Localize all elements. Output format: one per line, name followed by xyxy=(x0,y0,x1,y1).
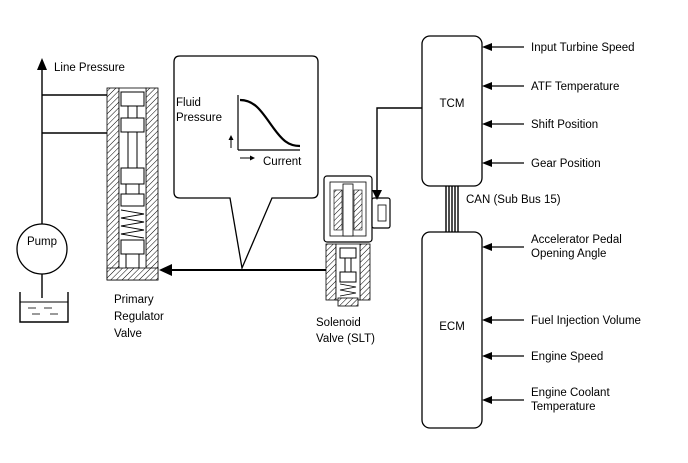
can-label: CAN (Sub Bus 15) xyxy=(466,194,561,206)
can-bus xyxy=(445,186,459,232)
ecm-label: ECM xyxy=(439,321,465,333)
ecm-input-label-3-1: Temperature xyxy=(531,401,596,413)
ecm-input-label-1-0: Fuel Injection Volume xyxy=(531,315,641,327)
tcm-input-label-0-0: Input Turbine Speed xyxy=(531,42,635,54)
tcm-label: TCM xyxy=(440,98,465,110)
characteristic-callout: Fluid Pressure Current xyxy=(173,55,319,271)
tcm-input-2: Shift Position xyxy=(482,119,598,131)
left-arrow-icon xyxy=(482,316,492,324)
pump: Pump xyxy=(16,223,68,275)
primary-regulator-valve xyxy=(106,87,159,281)
left-arrow-icon xyxy=(482,159,492,167)
tcm-input-label-3-0: Gear Position xyxy=(531,158,601,170)
fluid-pressure-label-1: Fluid xyxy=(176,97,201,109)
pressure-current-graph xyxy=(228,95,301,161)
pump-label: Pump xyxy=(27,236,57,248)
primary-regulator-label-1: Primary xyxy=(114,294,154,306)
line-pressure-label: Line Pressure xyxy=(54,62,125,74)
fluid-pressure-label-2: Pressure xyxy=(176,112,222,124)
primary-regulator-label-3: Valve xyxy=(114,328,142,340)
slt-pressure-arrow xyxy=(159,264,326,276)
left-arrow-icon xyxy=(482,120,492,128)
solenoid-valve-slt xyxy=(323,175,391,307)
ecm-input-1: Fuel Injection Volume xyxy=(482,315,641,327)
tcm-input-1: ATF Temperature xyxy=(482,81,619,93)
tcm-input-label-1-0: ATF Temperature xyxy=(531,81,619,93)
solenoid-label-1: Solenoid xyxy=(316,317,361,329)
ecm-box: ECM xyxy=(421,231,483,429)
fluid-reservoir xyxy=(19,292,69,323)
left-arrow-icon xyxy=(482,82,492,90)
primary-regulator-label-2: Regulator xyxy=(114,311,164,323)
left-arrow-icon xyxy=(482,243,492,251)
solenoid-label-2: Valve (SLT) xyxy=(316,333,375,345)
tcm-to-solenoid-line xyxy=(372,107,422,200)
ecm-input-label-3-0: Engine Coolant xyxy=(531,387,610,399)
left-arrow-icon xyxy=(482,396,492,404)
left-arrow-icon xyxy=(482,352,492,360)
ecm-input-2: Engine Speed xyxy=(482,351,603,363)
left-arrow-icon xyxy=(482,43,492,51)
ecm-input-label-0-0: Accelerator Pedal xyxy=(531,234,622,246)
line-pressure-arrow-icon xyxy=(37,58,47,70)
ecm-input-label-0-1: Opening Angle xyxy=(531,248,606,260)
tcm-input-3: Gear Position xyxy=(482,158,601,170)
current-label: Current xyxy=(263,156,302,168)
tcm-input-label-2-0: Shift Position xyxy=(531,119,598,131)
tcm-box: TCM xyxy=(421,35,483,187)
ecm-input-label-2-0: Engine Speed xyxy=(531,351,603,363)
tcm-input-0: Input Turbine Speed xyxy=(482,42,635,54)
line-pressure-line xyxy=(37,58,110,298)
